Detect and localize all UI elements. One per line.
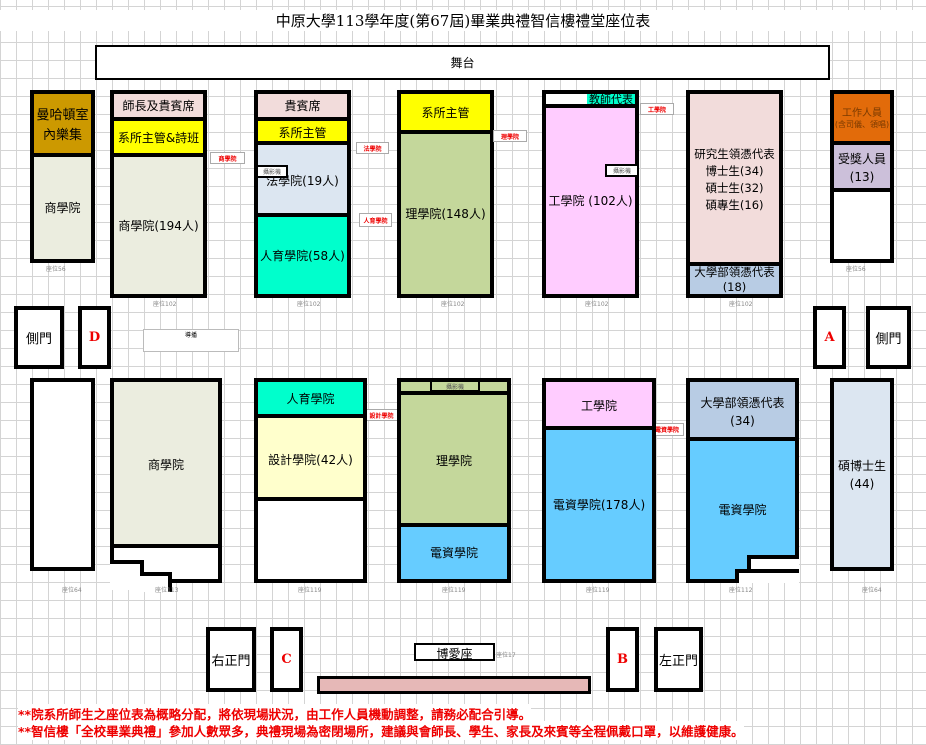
- bottom-block-3: 人育學院 設計學院(42人): [254, 378, 367, 583]
- section-science: 理學院: [401, 391, 507, 527]
- section-business: 商學院(194人): [114, 153, 203, 294]
- seat-count: 座位102: [297, 301, 321, 308]
- section-vip-faculty: 師長及貴賓席: [114, 94, 203, 118]
- top-block-1: 曼哈頓室內樂集 商學院: [30, 90, 95, 263]
- seat-count: 座位102: [585, 301, 609, 308]
- top-block-2: 師長及貴賓席 系所主管&詩班 商學院(194人): [110, 90, 207, 298]
- label: (含司儀、領唱): [834, 120, 890, 130]
- stage-label: 舞台: [450, 56, 475, 70]
- bottom-block-5: 工學院 電資學院(178人): [542, 378, 656, 583]
- label: 碩專生(16): [705, 198, 764, 213]
- bottom-block-6: 大學部領憑代表(34) 電資學院: [686, 378, 799, 583]
- entrance-c: C: [270, 627, 303, 692]
- section-humanities: 人育學院: [258, 382, 363, 416]
- seat-count: 座位102: [441, 301, 465, 308]
- entrance-b: B: [606, 627, 639, 692]
- seat-count: 座位64: [862, 587, 882, 594]
- top-block-7: 工作人員(含司儀、領唱) 受獎人員 (13): [830, 90, 894, 263]
- label: 碩士生(32): [705, 181, 764, 195]
- top-block-5: 教師代表 工學院 (102人): [542, 90, 639, 298]
- label: 工作人員: [842, 108, 882, 120]
- entrance-d: D: [78, 306, 111, 369]
- top-block-4: 系所主管 理學院(148人): [397, 90, 494, 298]
- college-tag: 商學院: [210, 152, 245, 164]
- section-business: 商學院: [34, 153, 91, 259]
- seat-count: 座位56: [46, 266, 66, 273]
- section-business: 商學院: [114, 382, 218, 548]
- front-door-left: 左正門: [654, 627, 703, 692]
- priority-seat-label: 博愛座: [414, 643, 495, 661]
- camera-marker: 攝影機: [605, 164, 639, 177]
- college-tag: 工學院: [640, 103, 674, 115]
- seat-count: 座位112: [729, 587, 753, 594]
- section-law: 法學院(19人): [258, 141, 347, 217]
- section-vip: 貴賓席: [258, 94, 347, 118]
- section-undergrad-rep: 大學部領憑代表(18): [690, 262, 779, 294]
- bottom-block-4: 攝影機 理學院 電資學院: [397, 378, 511, 583]
- seat-count: 座位17: [496, 652, 516, 659]
- section-graduate: 碩博士生 (44): [834, 382, 890, 567]
- label: (44): [849, 476, 875, 491]
- label: (13): [849, 169, 875, 184]
- section-staff: 工作人員(含司儀、領唱): [834, 94, 890, 144]
- bottom-block-7: 碩博士生 (44): [830, 378, 894, 571]
- stage: 舞台: [95, 45, 830, 80]
- label: 大學部領憑代表: [694, 265, 775, 280]
- camera-marker: 攝影機: [256, 165, 288, 178]
- label: 受獎人員: [837, 151, 886, 166]
- entrance-a: A: [813, 306, 846, 369]
- note-1: **院系所師生之座位表為概略分配，將依現場狀況，由工作人員機動調整，請務必配合引…: [18, 704, 532, 723]
- bottom-block-1: [30, 378, 95, 571]
- seat-count: 座位64: [62, 587, 82, 594]
- seat-count: 座位102: [729, 301, 753, 308]
- section-eecs: 電資學院(178人): [546, 426, 652, 579]
- label: 碩博士生: [837, 458, 886, 473]
- label: (18): [722, 280, 747, 294]
- section-awardees: 受獎人員 (13): [834, 141, 890, 190]
- seat-count: 座位119: [442, 587, 466, 594]
- page-title: 中原大學113學年度(第67屆)畢業典禮智信樓禮堂座位表: [0, 10, 926, 31]
- section-humanities: 人育學院(58人): [258, 213, 347, 294]
- section-engineering: 工學院: [546, 382, 652, 430]
- side-door-right: 側門: [866, 306, 911, 369]
- seat-count: 座位119: [586, 587, 610, 594]
- college-tag: 人育學院: [359, 213, 392, 227]
- top-block-3: 貴賓席 系所主管 法學院(19人) 人育學院(58人): [254, 90, 351, 298]
- director-box: 導播: [143, 329, 239, 352]
- section-eecs: 電資學院: [401, 523, 507, 579]
- section-graduate-rep: 研究生領憑代表博士生(34) 碩士生(32) 碩專生(16): [690, 94, 779, 266]
- seat-count: 座位119: [298, 587, 322, 594]
- section-heads-choir: 系所主管&詩班: [114, 117, 203, 154]
- section-teacher-rep: 教師代表: [587, 93, 635, 106]
- college-tag: 法學院: [356, 142, 389, 154]
- bottom-block-2: 商學院: [110, 378, 222, 592]
- section-ensemble: 曼哈頓室內樂集: [34, 94, 91, 157]
- seat-count: 座位102: [153, 301, 177, 308]
- section-design: 設計學院(42人): [258, 414, 363, 501]
- college-tag: 設計學院: [365, 409, 398, 421]
- label: 研究生領憑代表: [694, 146, 775, 161]
- section-heads: 系所主管: [258, 117, 347, 144]
- front-door-right: 右正門: [206, 627, 256, 692]
- top-block-6: 研究生領憑代表博士生(34) 碩士生(32) 碩專生(16) 大學部領憑代表(18): [686, 90, 783, 298]
- seat-count: 座位113: [155, 587, 179, 594]
- priority-seating-row: [317, 676, 591, 694]
- section-science: 理學院(148人): [401, 130, 490, 294]
- label: 博士生(34): [705, 163, 764, 178]
- side-door-left: 側門: [14, 306, 64, 369]
- note-2: **智信樓「全校畢業典禮」參加人數眾多，典禮現場為密閉場所，建議與會師長、學生、…: [18, 721, 744, 740]
- section-heads: 系所主管: [401, 94, 490, 132]
- seat-count: 座位56: [846, 266, 866, 273]
- section-engineering: 工學院 (102人): [546, 104, 635, 294]
- section-undergrad-rep: 大學部領憑代表(34): [690, 382, 795, 441]
- college-tag: 理學院: [493, 130, 527, 142]
